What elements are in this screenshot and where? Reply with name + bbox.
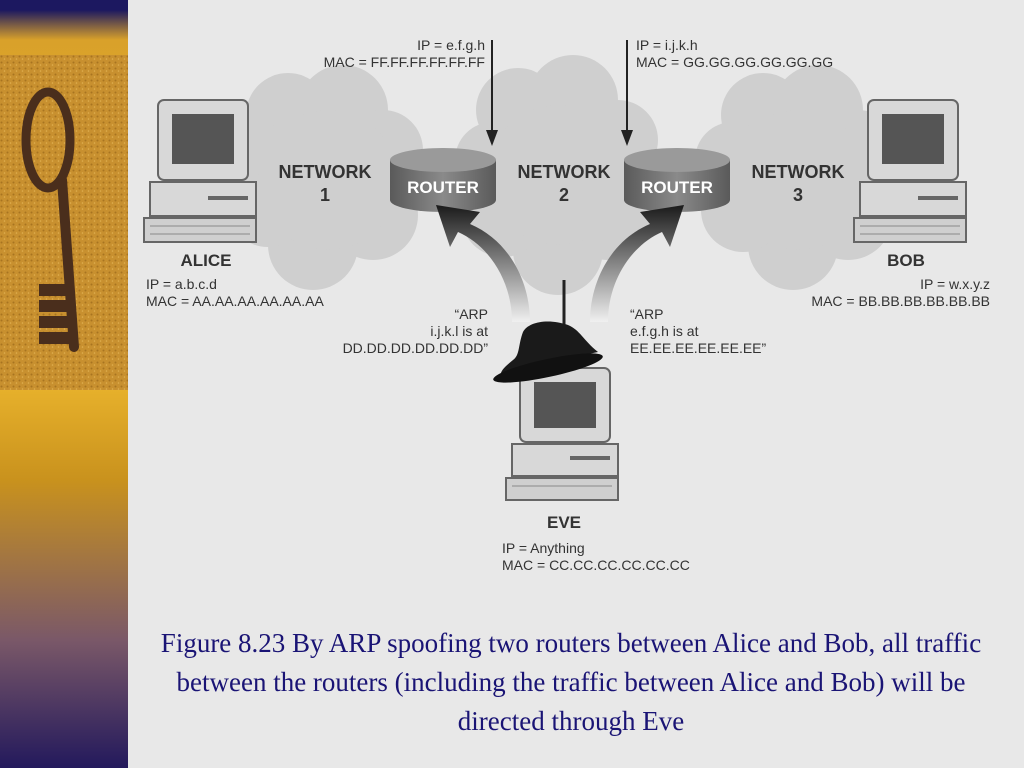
bob-mac: MAC = BB.BB.BB.BB.BB.BB	[811, 293, 990, 309]
router-1-mac: MAC = FF.FF.FF.FF.FF.FF	[324, 54, 485, 70]
arp-right-line1: “ARP	[630, 306, 663, 322]
router-2-label: ROUTER	[641, 178, 713, 197]
network-1-number: 1	[320, 185, 330, 205]
arp-spoof-arrow-left	[436, 205, 530, 322]
arp-spoof-arrow-right	[590, 205, 684, 322]
network-2-label: NETWORK	[518, 162, 611, 182]
router-1-label: ROUTER	[407, 178, 479, 197]
router-1: ROUTER	[390, 148, 496, 212]
bob-name: BOB	[887, 251, 925, 270]
router-2-pointer-arrow	[621, 40, 633, 146]
network-3-label: NETWORK	[752, 162, 845, 182]
arp-right-line2: e.f.g.h is at	[630, 323, 699, 339]
router-2-ip: IP = i.j.k.h	[636, 37, 698, 53]
network-1-label: NETWORK	[279, 162, 372, 182]
router-2-mac: MAC = GG.GG.GG.GG.GG.GG	[636, 54, 833, 70]
eve-name: EVE	[547, 513, 581, 532]
alice-computer-icon	[143, 99, 257, 243]
eve-computer-icon	[505, 367, 619, 501]
eve-mac: MAC = CC.CC.CC.CC.CC.CC	[502, 557, 690, 573]
arp-left-line2: i.j.k.l is at	[430, 323, 488, 339]
bob-ip: IP = w.x.y.z	[920, 276, 990, 292]
figure-caption: Figure 8.23 By ARP spoofing two routers …	[160, 628, 982, 736]
arp-left-line1: “ARP	[455, 306, 488, 322]
router-1-ip: IP = e.f.g.h	[417, 37, 485, 53]
router-1-pointer-arrow	[486, 40, 498, 146]
bob-computer-icon	[853, 99, 967, 243]
alice-ip: IP = a.b.c.d	[146, 276, 217, 292]
key-photo	[0, 55, 128, 390]
eve-ip: IP = Anything	[502, 540, 585, 556]
arp-right-line3: EE.EE.EE.EE.EE.EE”	[630, 340, 767, 356]
network-3-number: 3	[793, 185, 803, 205]
alice-name: ALICE	[181, 251, 232, 270]
sidebar-decoration	[0, 0, 128, 768]
arp-left-line3: DD.DD.DD.DD.DD.DD”	[343, 340, 489, 356]
black-hat-icon	[493, 321, 603, 383]
router-2: ROUTER	[624, 148, 730, 212]
arp-spoofing-diagram: NETWORK 1 NETWORK 2 NETWORK 3 ROUTER ROU…	[143, 37, 990, 573]
network-2-number: 2	[559, 185, 569, 205]
alice-mac: MAC = AA.AA.AA.AA.AA.AA	[146, 293, 324, 309]
network-1-cloud	[220, 65, 423, 290]
key-icon	[21, 87, 79, 352]
